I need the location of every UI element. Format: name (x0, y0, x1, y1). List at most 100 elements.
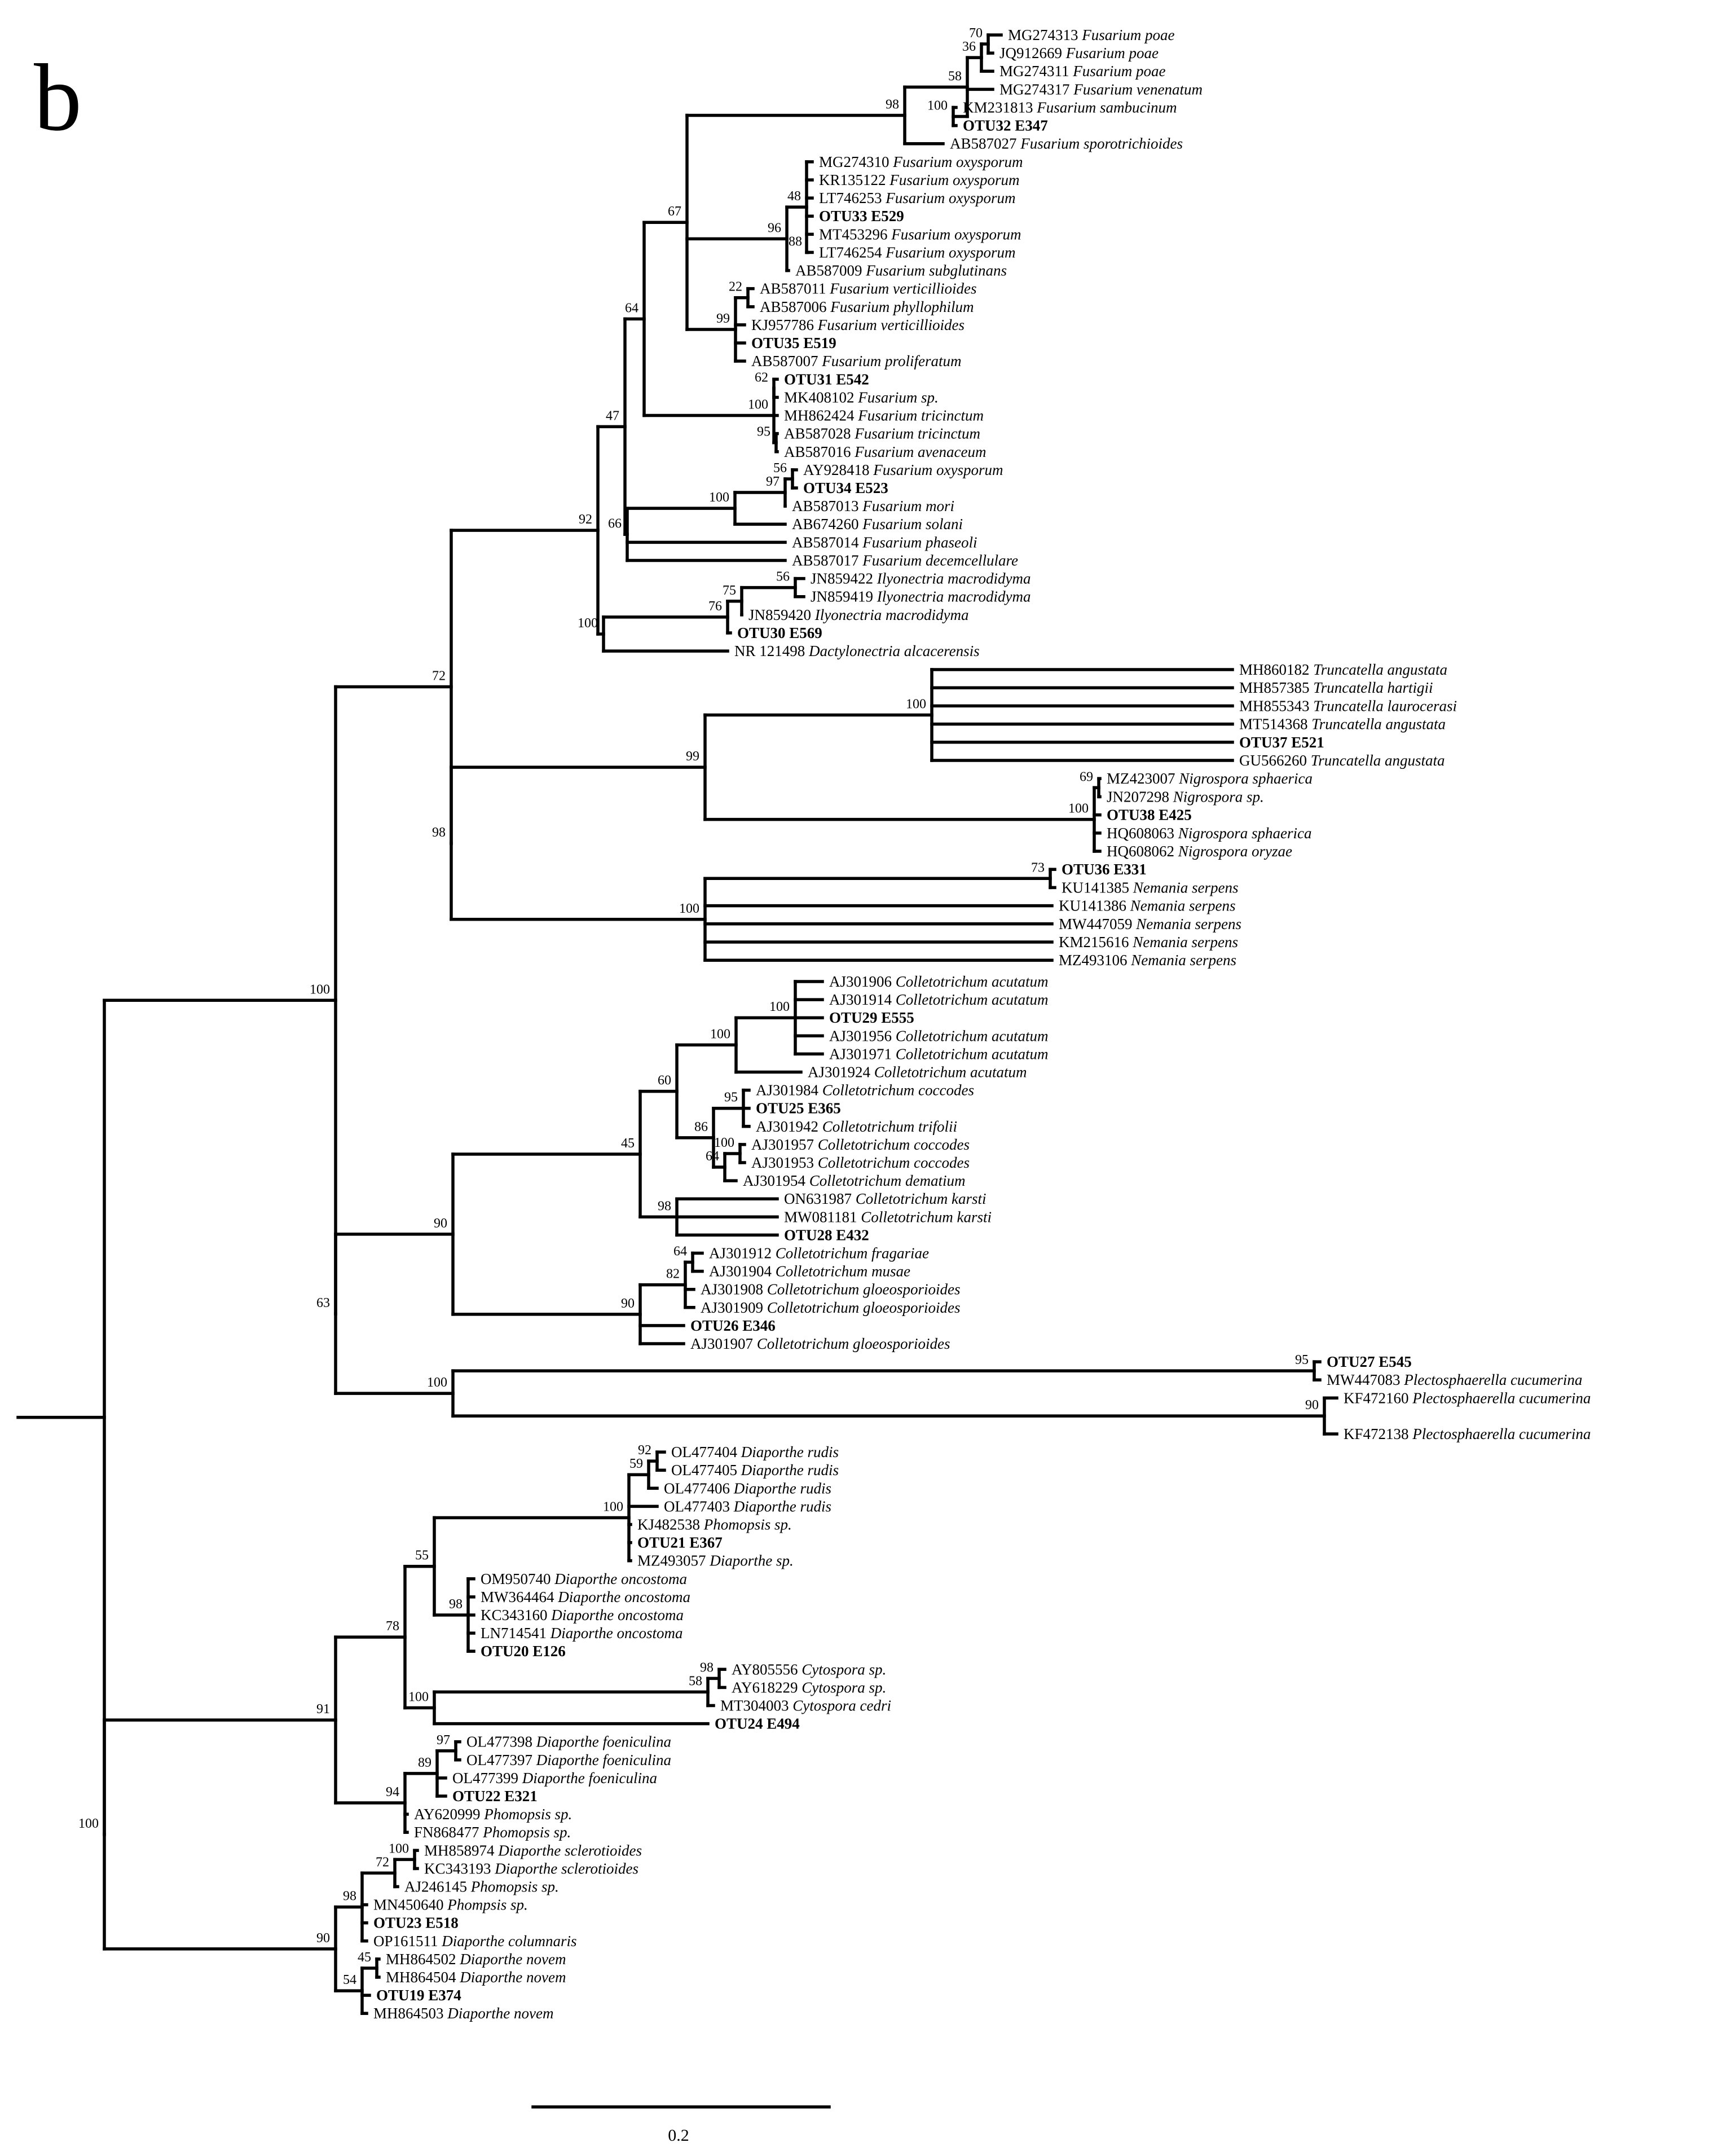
accession-number: MW447059 (1059, 916, 1136, 932)
species-name: Colletotrichum karsti (856, 1190, 987, 1207)
reference-taxon-label: OL477397 Diaporthe foeniculina (466, 1752, 671, 1768)
accession-number: GU566260 (1239, 752, 1311, 769)
reference-taxon-label: OL477404 Diaporthe rudis (671, 1444, 839, 1460)
reference-taxon-label: MW364464 Diaporthe oncostoma (481, 1589, 690, 1605)
bootstrap-value: 58 (689, 1674, 702, 1688)
accession-number: AB587011 (760, 280, 830, 297)
bootstrap-value: 45 (621, 1136, 635, 1151)
reference-taxon-label: AB587014 Fusarium phaseoli (792, 534, 977, 551)
accession-number: OL477406 (664, 1480, 734, 1497)
accession-number: NR 121498 (734, 643, 809, 659)
otu-label: OTU32 E347 (963, 117, 1048, 134)
bootstrap-value: 100 (1068, 802, 1089, 816)
species-name: Truncatella hartigii (1313, 679, 1433, 696)
accession-number: OL477397 (466, 1752, 536, 1768)
accession-number: AY620999 (414, 1806, 484, 1823)
species-name: Ilyonectria macrodidyma (877, 570, 1031, 587)
reference-taxon-label: ON631987 Colletotrichum karsti (784, 1190, 987, 1207)
species-name: Truncatella angustata (1311, 716, 1446, 733)
species-name: Fusarium oxysporum (885, 244, 1015, 261)
bootstrap-value: 69 (1080, 769, 1093, 784)
reference-taxon-label: AJ301907 Colletotrichum gloeosporioides (690, 1335, 950, 1352)
bootstrap-value: 36 (962, 39, 976, 54)
species-name: Diaporthe oncostoma (557, 1589, 690, 1605)
species-name: Fusarium phaseoli (862, 534, 977, 551)
species-name: Fusarium avenaceum (854, 443, 986, 460)
species-name: Nigrospora oryzae (1178, 843, 1292, 860)
reference-taxon-label: AJ301909 Colletotrichum gloeosporioides (701, 1299, 961, 1316)
bootstrap-value: 70 (969, 26, 983, 41)
otu-label: OTU22 E321 (452, 1788, 538, 1805)
species-name: Nemania serpens (1132, 934, 1238, 951)
accession-number: MG274311 (999, 63, 1073, 80)
bootstrap-value: 100 (427, 1375, 447, 1390)
reference-taxon-label: AJ301904 Colletotrichum musae (709, 1263, 910, 1280)
otu-label: OTU30 E569 (737, 624, 822, 641)
otu-label: OTU23 E518 (373, 1915, 459, 1931)
reference-taxon-label: MH862424 Fusarium tricinctum (784, 407, 984, 424)
otu-label: OTU31 E542 (784, 371, 869, 388)
species-name: Fusarium sp. (857, 389, 939, 406)
accession-number: MT514368 (1239, 716, 1311, 733)
accession-number: MH864503 (373, 2005, 447, 2022)
accession-number: MG274313 (1008, 27, 1082, 43)
bootstrap-value: 95 (1295, 1353, 1309, 1367)
reference-taxon-label: OL477399 Diaporthe foeniculina (452, 1770, 657, 1787)
accession-number: OL477403 (664, 1498, 734, 1515)
accession-number: MH864502 (386, 1951, 460, 1968)
reference-taxon-label: AB587006 Fusarium phyllophilum (760, 298, 974, 315)
reference-taxon-label: AJ301956 Colletotrichum acutatum (829, 1027, 1049, 1044)
reference-taxon-label: JQ912669 Fusarium poae (999, 45, 1159, 61)
bootstrap-value: 54 (343, 1973, 356, 1987)
reference-taxon-label: JN859420 Ilyonectria macrodidyma (748, 606, 968, 623)
otu-label: OTU27 E545 (1327, 1353, 1412, 1370)
reference-taxon-label: LT746253 Fusarium oxysporum (819, 190, 1016, 206)
reference-taxon-label: MH864504 Diaporthe novem (386, 1969, 566, 1986)
accession-number: AJ301971 (829, 1045, 896, 1062)
bootstrap-value: 56 (776, 570, 790, 584)
reference-taxon-label: HQ608063 Nigrospora sphaerica (1107, 825, 1312, 842)
reference-taxon-label: MH864502 Diaporthe novem (386, 1951, 566, 1968)
species-name: Phompsis sp. (447, 1897, 528, 1913)
accession-number: AY805556 (732, 1661, 802, 1678)
bootstrap-value: 100 (408, 1690, 429, 1705)
species-name: Colletotrichum coccodes (818, 1136, 970, 1153)
species-name: Colletotrichum acutatum (896, 991, 1049, 1008)
accession-number: KM215616 (1059, 934, 1133, 951)
species-name: Fusarium oxysporum (885, 190, 1015, 206)
species-name: Truncatella angustata (1311, 752, 1445, 769)
accession-number: MH864504 (386, 1969, 460, 1986)
reference-taxon-label: KR135122 Fusarium oxysporum (819, 171, 1020, 188)
species-name: Colletotrichum acutatum (896, 1045, 1049, 1062)
bootstrap-value: 90 (1305, 1398, 1319, 1413)
accession-number: MW447083 (1327, 1371, 1404, 1388)
reference-taxon-label: MH858974 Diaporthe sclerotioides (424, 1842, 642, 1859)
tree-branches (16, 33, 1338, 2015)
bootstrap-value: 90 (434, 1216, 447, 1231)
reference-taxon-label: OL477406 Diaporthe rudis (664, 1480, 831, 1497)
species-name: Diaporthe oncostoma (554, 1570, 687, 1587)
species-name: Diaporthe foeniculina (536, 1733, 671, 1750)
accession-number: OL477405 (671, 1462, 741, 1479)
reference-taxon-label: AJ301906 Colletotrichum acutatum (829, 973, 1049, 990)
accession-number: MT453296 (819, 226, 891, 243)
species-name: Diaporthe sclerotioides (494, 1860, 638, 1877)
bootstrap-value: 73 (1031, 860, 1045, 875)
species-name: Colletotrichum acutatum (896, 973, 1049, 990)
reference-taxon-label: MN450640 Phompsis sp. (373, 1897, 528, 1913)
accession-number: AB587027 (950, 135, 1020, 152)
species-name: Fusarium solani (862, 516, 963, 533)
accession-number: AJ301942 (756, 1118, 822, 1135)
species-name: Nigrospora sphaerica (1178, 770, 1313, 787)
species-name: Diaporthe sclerotioides (497, 1842, 642, 1859)
reference-taxon-label: OL477403 Diaporthe rudis (664, 1498, 831, 1515)
reference-taxon-label: KJ482538 Phomopsis sp. (637, 1516, 792, 1533)
bootstrap-value: 88 (789, 234, 802, 249)
species-name: Colletotrichum karsti (861, 1208, 992, 1225)
accession-number: OL477398 (466, 1733, 536, 1750)
accession-number: MH857385 (1239, 679, 1313, 696)
species-name: Fusarium mori (862, 498, 954, 514)
species-name: Fusarium decemcellulare (862, 552, 1018, 569)
accession-number: MZ493106 (1059, 952, 1131, 969)
